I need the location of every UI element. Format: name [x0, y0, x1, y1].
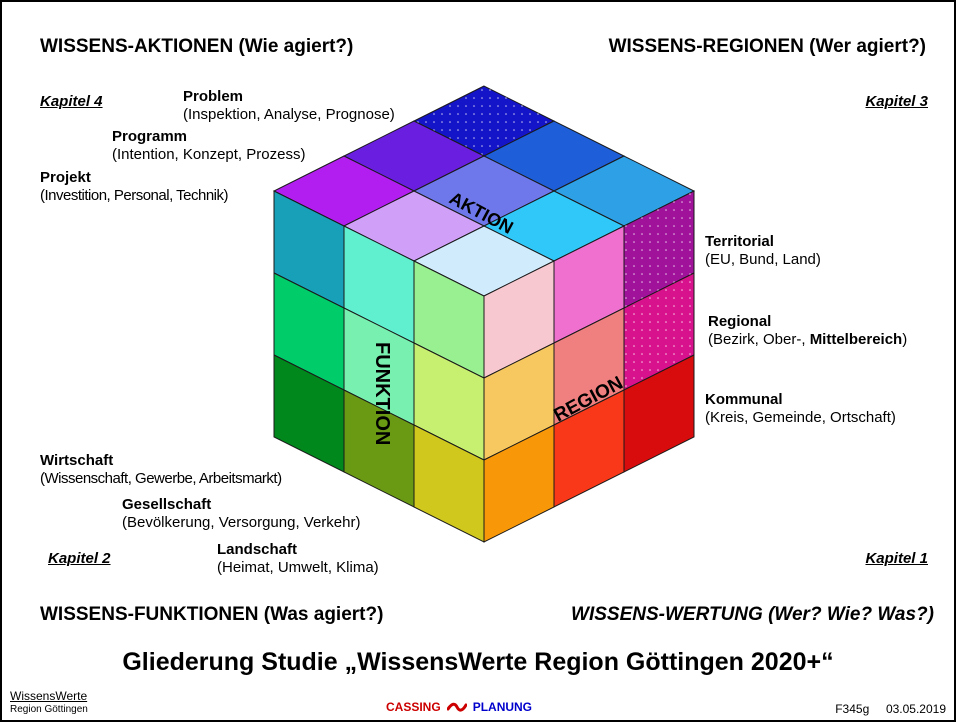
funktion-wirtschaft-title: Wirtschaft	[40, 452, 114, 469]
region-regional-sub-a: (Bezirk, Ober-,	[708, 331, 810, 348]
region-territorial-title: Territorial	[705, 233, 774, 250]
funktion-gesellschaft-title: Gesellschaft	[122, 496, 212, 513]
cube-right-cell	[623, 354, 695, 473]
brand-line-2: Region Göttingen	[10, 704, 88, 715]
funktion-landschaft-sub: (Heimat, Umwelt, Klima)	[217, 559, 379, 576]
brand-block: WissensWerte Region Göttingen	[10, 689, 88, 717]
kapitel-3-label: Kapitel 3	[865, 93, 928, 110]
brand-line-1: WissensWerte	[10, 689, 88, 703]
logo-planung: PLANUNG	[472, 700, 533, 714]
cube-label-funktion: FUNKTION	[371, 342, 393, 445]
funktion-wirtschaft: Wirtschaft (Wissenschaft, Gewerbe, Arbei…	[40, 452, 282, 488]
cube-right-cell-pattern	[624, 273, 694, 390]
kapitel-4-label: Kapitel 4	[40, 93, 103, 110]
footer-code: F345g	[835, 702, 870, 716]
title-wissens-funktionen: WISSENS-FUNKTIONEN (Was agiert?)	[40, 604, 384, 625]
region-territorial: Territorial (EU, Bund, Land)	[705, 233, 821, 269]
funktion-gesellschaft-sub: (Bevölkerung, Versorgung, Verkehr)	[122, 514, 361, 531]
logo-cassing: CASSING	[386, 700, 441, 714]
cube-right-cell-pattern	[624, 191, 694, 308]
squiggle-icon	[446, 702, 467, 712]
funktion-landschaft: Landschaft (Heimat, Umwelt, Klima)	[217, 541, 379, 577]
aktion-problem-sub: (Inspektion, Analyse, Prognose)	[183, 106, 395, 123]
funktion-gesellschaft: Gesellschaft (Bevölkerung, Versorgung, V…	[122, 496, 360, 532]
footer-code-date: F345g 03.05.2019	[835, 702, 946, 716]
region-regional-sub: (Bezirk, Ober-, Mittelbereich)	[708, 331, 907, 349]
aktion-programm-title: Programm	[112, 128, 188, 145]
aktion-projekt: Projekt (Investition, Personal, Technik)	[40, 169, 229, 205]
title-wissens-regionen: WISSENS-REGIONEN (Wer agiert?)	[608, 36, 926, 57]
region-regional: Regional (Bezirk, Ober-, Mittelbereich)	[708, 313, 907, 349]
region-kommunal: Kommunal (Kreis, Gemeinde, Ortschaft)	[705, 391, 896, 427]
funktion-wirtschaft-sub: (Wissenschaft, Gewerbe, Arbeitsmarkt)	[40, 470, 282, 487]
aktion-projekt-sub: (Investition, Personal, Technik)	[40, 187, 229, 204]
funktion-landschaft-title: Landschaft	[217, 541, 298, 558]
main-title: Gliederung Studie „WissensWerte Region G…	[122, 648, 834, 676]
kapitel-1-label: Kapitel 1	[865, 550, 928, 567]
region-kommunal-title: Kommunal	[705, 391, 783, 408]
kapitel-2-label: Kapitel 2	[48, 550, 111, 567]
aktion-programm-sub: (Intention, Konzept, Prozess)	[112, 146, 306, 163]
region-regional-title: Regional	[708, 313, 772, 330]
aktion-programm: Programm (Intention, Konzept, Prozess)	[112, 128, 305, 164]
aktion-problem-title: Problem	[183, 88, 244, 105]
region-regional-sub-bold: Mittelbereich	[809, 331, 903, 348]
cassing-planung-logo: CASSING PLANUNG	[386, 700, 532, 714]
region-territorial-sub: (EU, Bund, Land)	[705, 251, 821, 268]
aktion-problem: Problem (Inspektion, Analyse, Prognose)	[183, 88, 395, 124]
title-wissens-aktionen: WISSENS-AKTIONEN (Wie agiert?)	[40, 36, 354, 57]
region-regional-sub-b: )	[902, 331, 908, 348]
footer-date: 03.05.2019	[885, 702, 946, 716]
region-kommunal-sub: (Kreis, Gemeinde, Ortschaft)	[705, 409, 896, 426]
title-wissens-wertung: WISSENS-WERTUNG (Wer? Wie? Was?)	[571, 604, 934, 625]
aktion-projekt-title: Projekt	[40, 169, 91, 186]
